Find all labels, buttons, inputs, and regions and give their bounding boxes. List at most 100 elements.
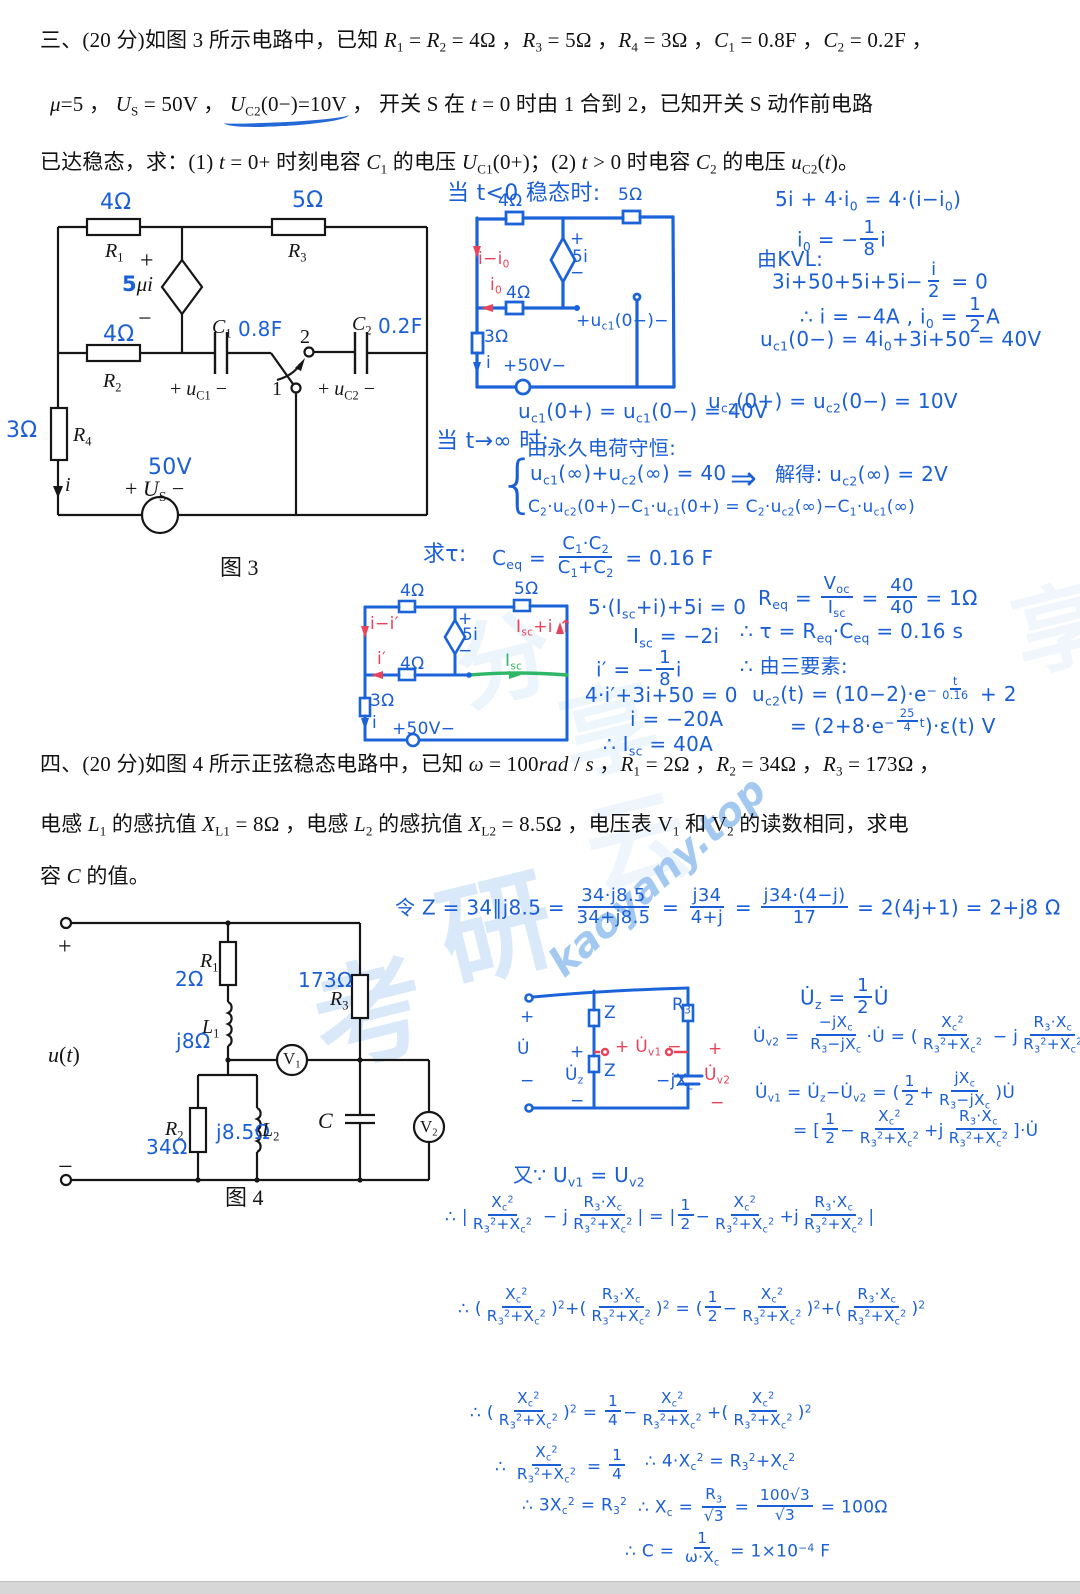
fig3-c2-value-annotation: 0.2F bbox=[378, 314, 423, 338]
fig3-r4-label: R4 bbox=[73, 424, 92, 449]
solC-eq5: 4·i′+3i+50 = 0 bbox=[585, 683, 738, 707]
fig3-c1-value-annotation: 0.8F bbox=[238, 317, 283, 341]
solB-title: 当 t→∞ 时: bbox=[436, 429, 550, 454]
solA-eq1: 5i + 4·i0 = 4·(i−i0) bbox=[775, 187, 962, 214]
solA-hand-circuit bbox=[470, 209, 676, 396]
solC-tau: ∴ τ = Req·Ceq = 0.16 s bbox=[740, 619, 964, 646]
solD-minus-terminal: − bbox=[520, 1071, 535, 1091]
solC-eq3: Isc = −2i bbox=[633, 624, 720, 651]
solD-uv2-label: U̇v2 bbox=[704, 1065, 731, 1087]
solD-uz-label: U̇z bbox=[565, 1065, 584, 1087]
solA-kvl-label: 由KVL: bbox=[757, 247, 824, 271]
solD-eq9b: ∴ Xc = R3√3 = 100√3√3 = 100Ω bbox=[638, 1485, 888, 1525]
figure4-circuit-diagram bbox=[59, 916, 446, 1187]
solA-r2v: 4Ω bbox=[506, 283, 531, 303]
fig3-r3-value-annotation: 5Ω bbox=[292, 188, 324, 213]
fig3-source-label: 5μi bbox=[122, 272, 154, 296]
solA-src-plus: + bbox=[570, 229, 585, 249]
solC-three-element-label: ∴ 由三要素: bbox=[740, 654, 848, 678]
solD-components bbox=[524, 993, 695, 1113]
fig4-v1-meter-label: V1 bbox=[283, 1049, 301, 1071]
solA-eq6: uc2(0+) = uc2(0−) = 10V bbox=[708, 389, 958, 416]
fig3-current-i-label: i bbox=[65, 474, 71, 496]
fig3-switch-pos1-label: 1 bbox=[272, 378, 282, 400]
solD-u-source-label: U̇ bbox=[517, 1039, 530, 1059]
fig4-l2-value-annotation: j8.5Ω bbox=[216, 1120, 271, 1144]
problem3-text-line2: μ=5 ， US = 50V ， UC2(0−)=10V ， 开关 S 在 t … bbox=[50, 92, 874, 119]
fig3-r4-value-annotation: 3Ω bbox=[6, 418, 38, 443]
problem3-text-line1: 三、(20 分)如图 3 所示电路中，已知 R1 = R2 = 4Ω ，R3 =… bbox=[40, 28, 933, 55]
solA-us-label: +50V− bbox=[503, 356, 567, 376]
problem4-text-line1: 四、(20 分)如图 4 所示正弦稳态电路中，已知 ω = 100rad / s… bbox=[40, 752, 941, 779]
watermark-char-partial: 享 bbox=[1002, 566, 1080, 693]
solD-eq8b: ∴ 4·Xc2 = R32+Xc2 bbox=[645, 1451, 796, 1473]
solC-eq6: i = −20A bbox=[630, 707, 724, 731]
fig4-r1-label: R1 bbox=[200, 950, 219, 975]
solC-title: 求τ: bbox=[423, 542, 467, 567]
fig4-c-label: C bbox=[318, 1108, 333, 1133]
solB-implies-arrow: ⇒ bbox=[730, 459, 758, 497]
solB-eq2: C2·uc2(0+)−C1·uc1(0+) = C2·uc2(∞)−C1·uc1… bbox=[528, 497, 916, 519]
solD-uz-plus: + bbox=[570, 1042, 585, 1062]
fig3-us-value-annotation: 50V bbox=[148, 455, 192, 480]
solC-r4v: 3Ω bbox=[370, 691, 395, 711]
fig4-r3-label: R3 bbox=[330, 988, 349, 1013]
solC-r3v: 5Ω bbox=[514, 579, 539, 599]
fig4-l1-value-annotation: j8Ω bbox=[176, 1029, 211, 1053]
solC-src-minus: − bbox=[458, 641, 473, 661]
solA-i-label: i bbox=[486, 353, 492, 373]
solA-components bbox=[470, 209, 642, 396]
fig3-source-plus: + bbox=[140, 248, 154, 274]
solD-since-condition: 又∵ Uv1 = Uv2 bbox=[513, 1163, 645, 1190]
fig4-minus-terminal: − bbox=[58, 1152, 73, 1181]
figure3-circuit-diagram bbox=[49, 217, 429, 535]
solD-z2-label: Z bbox=[604, 1061, 616, 1081]
fig4-components bbox=[59, 916, 446, 1187]
solC-current2-label: i′ bbox=[377, 649, 387, 669]
solA-src-minus: − bbox=[570, 263, 585, 283]
solB-brace: { bbox=[498, 447, 538, 520]
solC-isc-green-wire bbox=[467, 671, 569, 677]
solC-current-arrow bbox=[361, 718, 369, 730]
solA-r3v: 5Ω bbox=[618, 185, 643, 205]
solD-eq9a: ∴ 3Xc2 = R32 bbox=[522, 1495, 628, 1517]
solD-r3-label: R3 bbox=[672, 995, 692, 1017]
solD-wires bbox=[531, 986, 704, 1110]
fig3-uc1-voltage-label: + uC1 − bbox=[170, 378, 228, 403]
solC-green-arrowhead bbox=[509, 671, 521, 679]
fig3-r1-value-annotation: 4Ω bbox=[100, 190, 132, 215]
solC-wires bbox=[363, 604, 569, 742]
solC-r1v: 4Ω bbox=[400, 581, 425, 601]
solA-node-dot bbox=[574, 305, 580, 311]
fig3-r2-value-annotation: 4Ω bbox=[103, 322, 135, 347]
solC-r2v: 4Ω bbox=[400, 654, 425, 674]
fig4-caption: 图 4 bbox=[225, 1185, 264, 1210]
solD-uv2-plus: + bbox=[708, 1039, 723, 1059]
solA-src-label: 5i bbox=[572, 247, 589, 267]
problem3-text-line3: 已达稳态，求：(1) t = 0+ 时刻电容 C1 的电压 UC1(0+)；(2… bbox=[40, 150, 860, 177]
solD-uv1-label: + U̇v1 − bbox=[615, 1037, 682, 1059]
solA-red-arrows bbox=[473, 246, 493, 312]
solC-components bbox=[358, 598, 532, 748]
solA-current1-label: i−i0 bbox=[478, 249, 510, 271]
solD-red-probe-marks bbox=[594, 1047, 688, 1057]
solC-current1-label: i−i′ bbox=[370, 614, 399, 634]
fig4-node-dots bbox=[195, 920, 363, 1183]
fig3-uc2-voltage-label: + uC2 − bbox=[318, 378, 376, 403]
solA-eq5: uc1(0−) = 4i0+3i+50 = 40V bbox=[760, 327, 1042, 354]
solC-us-label: +50V− bbox=[392, 719, 456, 739]
fig3-r1-label: R1 bbox=[105, 240, 124, 265]
fig3-r2-label: R2 bbox=[103, 370, 122, 395]
